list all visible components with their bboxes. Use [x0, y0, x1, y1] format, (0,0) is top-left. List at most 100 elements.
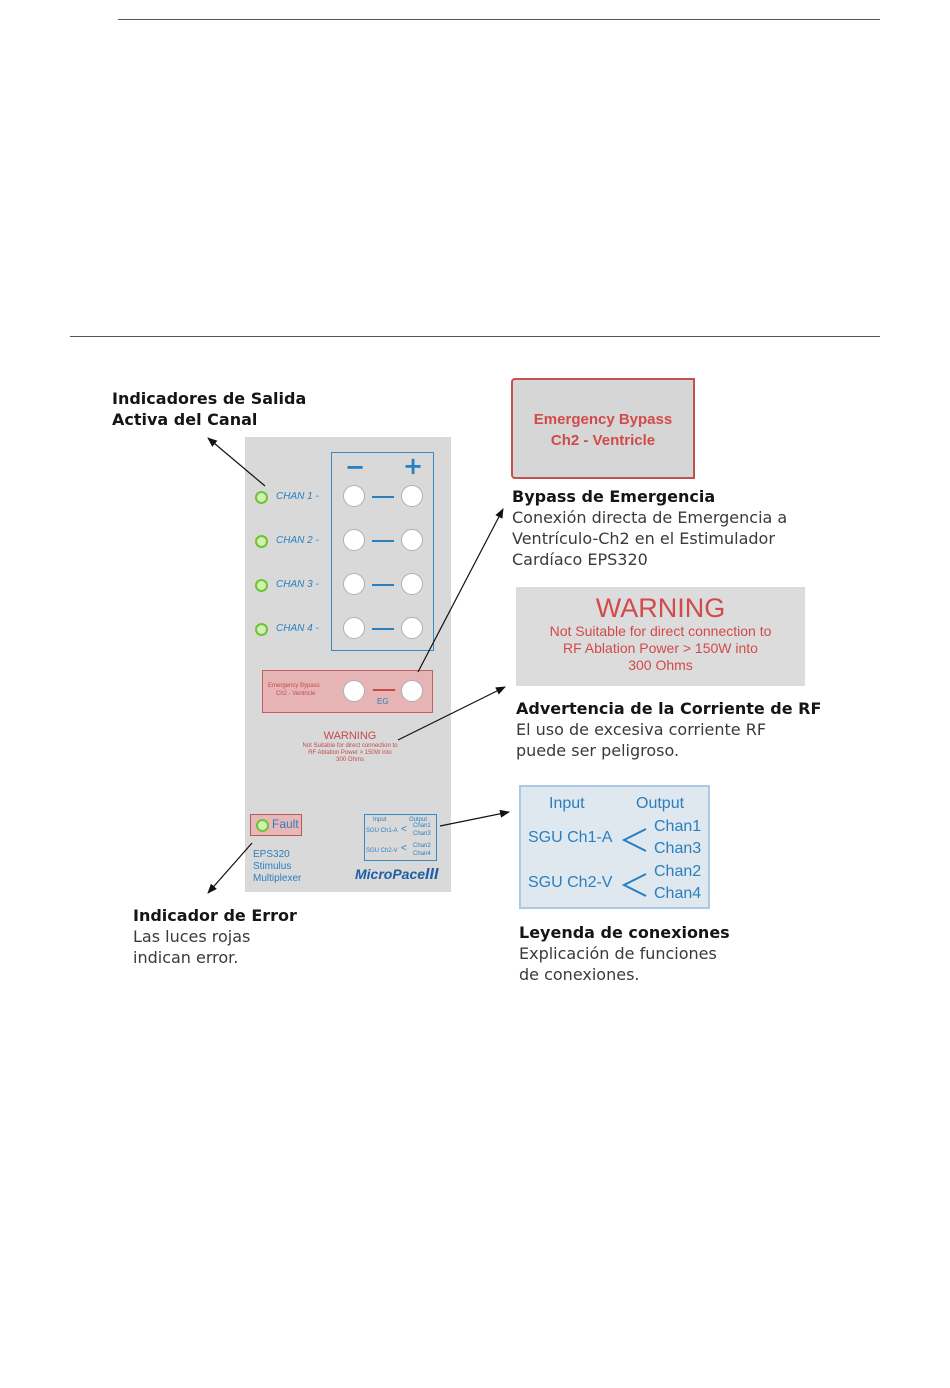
legend-row2-input: SGU Ch2-V	[528, 874, 613, 891]
brand-logo: MicroPaceIII	[355, 866, 438, 884]
device-legend-row2-out-b: Chan4	[413, 851, 431, 857]
device-bypass-sub: EG	[377, 697, 389, 706]
connections-legend-label	[519, 785, 710, 909]
emergency-bypass-label: Emergency Bypass Ch2 - Ventricle	[511, 378, 695, 479]
channel-3-label: CHAN 3 -	[276, 579, 319, 590]
device-model-line3: Multiplexer	[253, 873, 302, 884]
bypass-annotation-line1: Conexión directa de Emergencia a	[512, 508, 788, 527]
error-annotation: Indicador de Error Las luces rojas indic…	[133, 905, 297, 968]
error-annotation-title: Indicador de Error	[133, 906, 297, 925]
rf-warning-label: WARNING Not Suitable for direct connecti…	[516, 587, 805, 686]
legend-input-header: Input	[549, 795, 585, 812]
device-warning: WARNING Not Suitable for direct connecti…	[270, 730, 430, 764]
device-warning-line1: Not Suitable for direct connection to	[302, 743, 398, 749]
device-legend-input: Input	[373, 817, 387, 823]
channel-2-bar	[372, 540, 394, 542]
channel-indicators-title: Indicadores de Salida Activa del Canal	[112, 388, 306, 430]
device-bypass-socket-left[interactable]	[343, 680, 365, 702]
rf-warning-annotation-line1: El uso de excesiva corriente RF	[516, 720, 767, 739]
legend-annotation-title: Leyenda de conexiones	[519, 923, 730, 942]
channel-1-plus-socket[interactable]	[401, 485, 423, 507]
device-model-line2: Stimulus	[253, 861, 292, 872]
rf-warning-annotation-title: Advertencia de la Corriente de RF	[516, 699, 822, 718]
arrow-to-error-annotation	[207, 842, 253, 894]
channel-3-bar	[372, 584, 394, 586]
device-legend-row1-out-a: Chan1	[413, 823, 431, 829]
fault-led	[256, 819, 269, 832]
device-legend-row1-in: SGU Ch1-A	[366, 828, 398, 834]
brand-mark-icon: III	[425, 866, 439, 883]
rf-warning-line2: RF Ablation Power > 150W into	[563, 640, 758, 656]
device-bypass-socket-right[interactable]	[401, 680, 423, 702]
device-legend-row2-in: SGU Ch2-V	[366, 848, 398, 854]
bypass-annotation-line2: Ventrículo-Ch2 en el Estimulador	[512, 529, 775, 548]
channel-2-label: CHAN 2 -	[276, 535, 319, 546]
channel-indicators-title-line2: Activa del Canal	[112, 410, 258, 429]
device-legend-row2-arrow: <	[401, 843, 407, 854]
error-annotation-line2: indican error.	[133, 948, 239, 967]
electrode-box	[331, 452, 434, 651]
emergency-bypass-line1: Emergency Bypass	[533, 411, 673, 428]
device-legend-output: Output	[409, 817, 428, 823]
device-warning-line3: 300 Ohms	[336, 757, 364, 763]
arrow-to-legend-label	[439, 809, 510, 827]
channel-4-label: CHAN 4 -	[276, 623, 319, 634]
channel-1-bar	[372, 496, 394, 498]
legend-annotation-line2: de conexiones.	[519, 965, 640, 984]
rf-warning-annotation-line2: puede ser peligroso.	[516, 741, 680, 760]
channel-2-plus-socket[interactable]	[401, 529, 423, 551]
device-legend	[364, 814, 437, 861]
channel-4-plus-socket[interactable]	[401, 617, 423, 639]
device-bypass-bar	[373, 689, 395, 691]
device-legend-row1-out-b: Chan3	[413, 831, 431, 837]
plus-sign: +	[403, 452, 424, 480]
legend-output-header: Output	[636, 795, 685, 812]
channel-2-led	[255, 535, 268, 548]
bypass-annotation: Bypass de Emergencia Conexión directa de…	[512, 486, 787, 570]
brand-text: MicroPace	[355, 866, 426, 882]
channel-1-led	[255, 491, 268, 504]
legend-row1-chevron-icon	[621, 828, 647, 852]
channel-3-minus-socket[interactable]	[343, 573, 365, 595]
arrow-to-bypass-label	[417, 508, 504, 673]
device-legend-row2-out-a: Chan2	[413, 843, 431, 849]
channel-4-led	[255, 623, 268, 636]
legend-row2-chevron-icon	[621, 873, 647, 897]
legend-annotation-line1: Explicación de funciones	[519, 944, 717, 963]
device-warning-line2: RF Ablation Power > 150W into	[308, 750, 392, 756]
device-legend-row1-arrow: <	[401, 824, 407, 835]
legend-row1-input: SGU Ch1-A	[528, 829, 613, 846]
rf-warning-line3: 300 Ohms	[628, 657, 693, 673]
bypass-annotation-title: Bypass de Emergencia	[512, 487, 716, 506]
rf-warning-line1: Not Suitable for direct connection to	[549, 623, 772, 639]
rf-warning-annotation: Advertencia de la Corriente de RF El uso…	[516, 698, 821, 761]
device-warning-title: WARNING	[323, 730, 377, 742]
legend-annotation: Leyenda de conexiones Explicación de fun…	[519, 922, 730, 985]
error-annotation-line1: Las luces rojas	[133, 927, 251, 946]
device-bypass-line1: Emergency Bypass	[268, 683, 320, 689]
arrow-to-channel-indicators	[207, 437, 266, 487]
minus-sign: −	[345, 453, 366, 481]
legend-row1-output-b: Chan3	[654, 840, 702, 857]
device-bypass-line2: Ch2 - Ventricle	[276, 691, 316, 697]
channel-1-label: CHAN 1 -	[276, 491, 319, 502]
section-rule	[70, 336, 880, 337]
channel-1-minus-socket[interactable]	[343, 485, 365, 507]
channel-indicators-title-line1: Indicadores de Salida	[112, 389, 307, 408]
rf-warning-title: WARNING	[595, 593, 726, 623]
channel-3-led	[255, 579, 268, 592]
legend-row1-output-a: Chan1	[654, 818, 702, 835]
channel-4-minus-socket[interactable]	[343, 617, 365, 639]
bypass-annotation-line3: Cardíaco EPS320	[512, 550, 648, 569]
fault-label: Fault	[272, 817, 299, 831]
channel-3-plus-socket[interactable]	[401, 573, 423, 595]
device-model: EPS320 Stimulus Multiplexer	[253, 849, 301, 885]
legend-row2-output-b: Chan4	[654, 885, 702, 902]
arrow-to-warning-label	[397, 686, 506, 741]
channel-2-minus-socket[interactable]	[343, 529, 365, 551]
channel-4-bar	[372, 628, 394, 630]
top-rule	[118, 19, 880, 20]
legend-row2-output-a: Chan2	[654, 863, 702, 880]
emergency-bypass-line2: Ch2 - Ventricle	[550, 432, 656, 449]
